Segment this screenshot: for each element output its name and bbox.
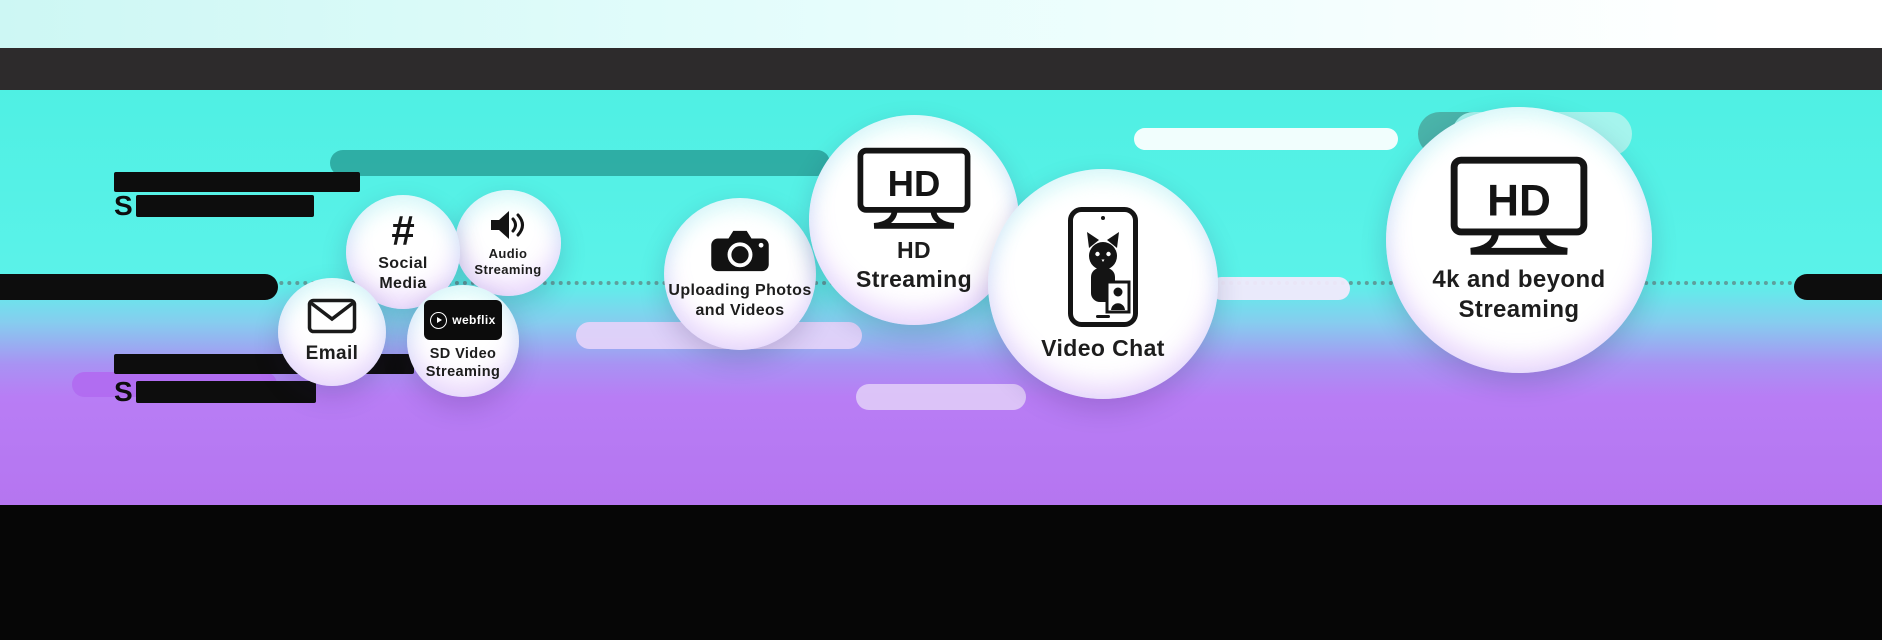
redacted-text-line: S [114, 190, 314, 221]
speaker-icon [491, 211, 524, 240]
bubble-sd-video-streaming: webflix SD Video Streaming [407, 285, 519, 397]
bubble-label: SD Video Streaming [425, 346, 501, 380]
hd-logo-text: HD [888, 164, 941, 205]
redacted-edge-bar-right [1794, 274, 1882, 300]
bubble-hd-streaming: HD HD Streaming [809, 115, 1019, 325]
redacted-text-line: S [114, 376, 316, 407]
decor-pill-white [1134, 128, 1398, 150]
decor-pill-lavender-low [856, 384, 1026, 410]
footer-bar [0, 505, 1882, 640]
bubble-label: 4k and beyond Streaming [1432, 266, 1606, 323]
hd-tv-icon: HD [857, 148, 971, 230]
bubble-label: Audio Streaming [474, 246, 542, 277]
bubble-label: Email [305, 343, 359, 365]
webflix-logo: webflix [424, 300, 502, 341]
webflix-logo-text: webflix [452, 313, 496, 328]
bubble-label: HD Streaming [855, 237, 973, 292]
video-chat-phone-icon [1068, 206, 1138, 327]
bubble-label: Video Chat [1041, 334, 1165, 361]
play-icon [430, 311, 448, 329]
bubble-email: Email [278, 278, 386, 386]
camera-icon [711, 231, 769, 272]
bubble-4k-streaming: HD 4k and beyond Streaming [1386, 107, 1652, 373]
redacted-text-bar [114, 172, 360, 192]
redacted-text-bar [135, 195, 314, 217]
decor-pill-teal [330, 150, 830, 176]
envelope-icon [307, 299, 357, 334]
decor-pill-lavender-right [1210, 277, 1350, 300]
hd-tv-icon: HD [1450, 156, 1588, 255]
hashtag-icon: # [391, 207, 415, 255]
redacted-line-prefix: S [114, 190, 134, 221]
redacted-edge-bar-left [0, 274, 278, 300]
redacted-text-bar [135, 381, 316, 403]
top-light-band [0, 0, 1882, 48]
redacted-line-prefix: S [114, 376, 134, 407]
bubble-label: Social Media [378, 255, 428, 292]
bubble-audio-streaming: Audio Streaming [455, 190, 561, 296]
hd-logo-text: HD [1487, 177, 1551, 226]
bubble-uploading-photos: Uploading Photos and Videos [664, 198, 816, 350]
bubble-label: Uploading Photos and Videos [668, 282, 812, 319]
header-bar [0, 48, 1882, 90]
bubble-video-chat: Video Chat [988, 169, 1218, 399]
